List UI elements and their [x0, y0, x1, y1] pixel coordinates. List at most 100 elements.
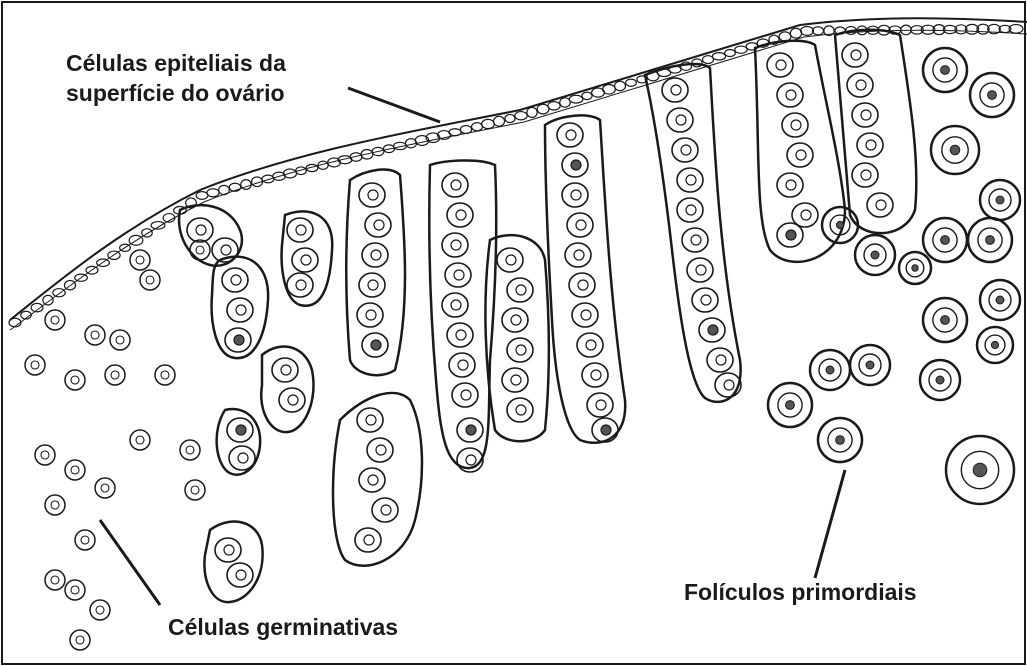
cord-cell — [372, 498, 398, 522]
primordial-follicles — [768, 48, 1020, 504]
cord-cell — [687, 258, 713, 282]
oocyte-nucleus — [991, 341, 998, 348]
epithelial-cell — [241, 180, 251, 190]
cell-nucleus — [368, 475, 378, 485]
cell-nucleus — [574, 250, 584, 260]
epithelial-cell — [151, 222, 165, 230]
cell-nucleus — [591, 370, 601, 380]
cord-cell — [227, 563, 253, 587]
epithelial-cell — [493, 116, 504, 126]
cell-nucleus — [516, 345, 526, 355]
epithelial-cell — [505, 114, 515, 122]
cell-nucleus — [581, 310, 591, 320]
epithelial-cell — [196, 192, 208, 200]
germ-cell — [45, 570, 65, 590]
cord-cell — [847, 73, 873, 97]
cell-nucleus — [236, 305, 246, 315]
oocyte-nucleus — [973, 463, 987, 477]
epithelial-cell — [790, 28, 801, 38]
germ-cell-nucleus — [51, 501, 59, 509]
oocyte-nucleus — [996, 196, 1004, 204]
epithelial-cell — [615, 81, 626, 90]
cord-cell — [662, 78, 688, 102]
epithelial-cell — [449, 129, 461, 136]
cell-nucleus — [676, 115, 686, 125]
epithelial-cell — [43, 295, 53, 305]
cord-cell — [287, 273, 313, 297]
cord-cell — [767, 53, 793, 77]
cell-nucleus — [236, 425, 246, 435]
oocyte-nucleus — [866, 361, 874, 369]
cell-nucleus — [691, 235, 701, 245]
cell-nucleus — [686, 175, 696, 185]
germ-cell — [25, 355, 45, 375]
cell-nucleus — [366, 310, 376, 320]
germ-cell — [45, 495, 65, 515]
germ-cell — [110, 330, 130, 350]
germ-cell — [75, 530, 95, 550]
germ-cell — [65, 580, 85, 600]
oocyte-nucleus — [988, 91, 997, 100]
cord-cell — [565, 243, 591, 267]
cord-cell — [569, 273, 595, 297]
cell-nucleus — [866, 140, 876, 150]
cell-nucleus — [851, 50, 861, 60]
epithelial-cell — [812, 27, 823, 35]
cord-cell — [692, 288, 718, 312]
cord — [204, 522, 262, 603]
cord-cell — [677, 168, 703, 192]
cell-nucleus — [451, 240, 461, 250]
cell-nucleus — [466, 455, 476, 465]
germ-cell-nucleus — [191, 486, 199, 494]
cord-cell — [507, 398, 533, 422]
germ-cell-nucleus — [71, 466, 79, 474]
cell-nucleus — [451, 180, 461, 190]
cord-cell — [447, 323, 473, 347]
cord-cell — [187, 218, 213, 242]
cell-nucleus — [196, 225, 206, 235]
germ-cell — [180, 440, 200, 460]
cord-cell — [715, 373, 741, 397]
germ-cell — [190, 240, 210, 260]
cell-nucleus — [238, 453, 248, 463]
cell-nucleus — [224, 545, 234, 555]
pointer-germ — [100, 520, 160, 605]
cell-nucleus — [571, 190, 581, 200]
germ-cell-nucleus — [161, 371, 169, 379]
oocyte-nucleus — [871, 251, 879, 259]
cell-nucleus — [671, 85, 681, 95]
cell-nucleus — [801, 210, 811, 220]
oocyte-nucleus — [996, 296, 1004, 304]
cord-cell — [215, 538, 241, 562]
germ-cell — [140, 270, 160, 290]
epithelial-cell — [219, 185, 230, 194]
germ-cell — [105, 365, 125, 385]
epithelial-cell — [527, 107, 537, 117]
oocyte-nucleus — [826, 366, 834, 374]
cell-nucleus — [686, 205, 696, 215]
cord-cell — [852, 163, 878, 187]
epithelial-cell — [472, 123, 483, 131]
cord-cell — [502, 308, 528, 332]
cord-cell — [365, 213, 391, 237]
epithelial-cell — [703, 56, 714, 64]
cell-nucleus — [516, 285, 526, 295]
oocyte-nucleus — [941, 66, 950, 75]
cell-nucleus — [466, 425, 476, 435]
cord-cell — [279, 388, 305, 412]
cord-cell — [682, 228, 708, 252]
germ-cell-nucleus — [41, 451, 49, 459]
cell-nucleus — [786, 90, 796, 100]
cord-cells — [187, 43, 893, 587]
cell-nucleus — [708, 325, 718, 335]
cell-nucleus — [234, 335, 244, 345]
epithelial-cell — [9, 318, 21, 327]
cell-nucleus — [296, 280, 306, 290]
epithelial-cell — [537, 104, 549, 114]
cord-cell — [292, 248, 318, 272]
cord-cell — [362, 243, 388, 267]
germ-cell-nucleus — [51, 576, 59, 584]
germ-cell — [65, 370, 85, 390]
cell-nucleus — [511, 375, 521, 385]
cord-cell — [562, 183, 588, 207]
